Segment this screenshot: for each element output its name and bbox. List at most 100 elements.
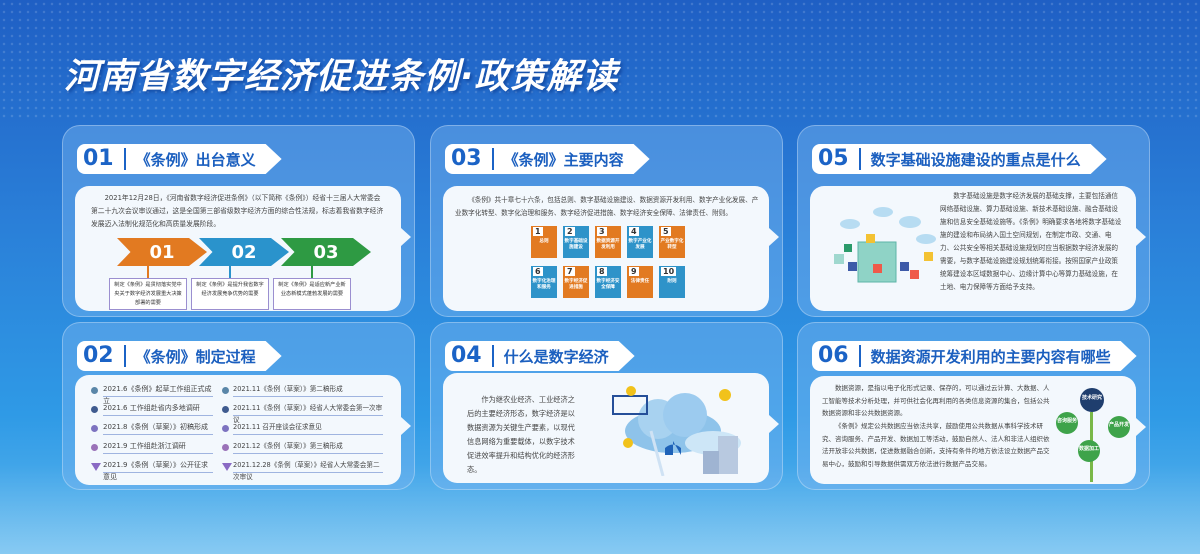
chapter-number: 5 (661, 227, 671, 236)
chapter-number: 10 (661, 267, 677, 276)
step-01-arrow: 01 (117, 238, 207, 266)
chapter-number: 7 (565, 267, 575, 276)
chapter-label: 数字产业化发展 (628, 239, 652, 250)
infrastructure-illustration (834, 207, 936, 283)
section-number: 06 (812, 345, 861, 367)
definition-text: 作为继农业经济、工业经济之后的主要经济形态，数字经济是以数据资源为关键生产要素，… (467, 395, 575, 474)
section-header: 06 数据资源开发利用的主要内容有哪些 (812, 341, 1137, 371)
chapter-number: 1 (533, 227, 543, 236)
timeline-item: 2021.11《条例（草案）》经省人大常委会第一次审议 (233, 404, 383, 424)
chapter-number: 4 (629, 227, 639, 236)
step-02-arrow: 02 (199, 238, 289, 266)
infrastructure-text: 数字基础设施是数字经济发展的基础支撑，主要包括通信网络基础设施、算力基础设施、新… (940, 192, 1122, 291)
timeline-item: 2021.8《条例（草案）》初稿形成 (103, 421, 213, 435)
timeline-dot (222, 387, 229, 394)
intro-text: 2021年12月28日，《河南省数字经济促进条例》（以下简称《条例》）经省十三届… (91, 194, 384, 228)
chapter-label: 数据资源开发利用 (596, 239, 620, 250)
section-header: 05 数字基础设施建设的重点是什么 (812, 144, 1107, 174)
section-title: 数据资源开发利用的主要内容有哪些 (870, 347, 1111, 366)
section-number: 02 (77, 345, 126, 367)
chapter-label: 数字化治理和服务 (532, 279, 556, 290)
chapter-label: 总则 (539, 239, 549, 244)
section-number: 03 (445, 148, 494, 170)
bubble: 产品开发 (1108, 416, 1130, 438)
chapter-number: 6 (533, 267, 543, 276)
timeline-dot (91, 406, 98, 413)
timeline-item: 2021.9 工作组赴浙江调研 (103, 440, 213, 454)
chapter-tile: 8 数字经济安全保障 (595, 266, 621, 298)
bubble: 咨询服务 (1056, 412, 1078, 434)
section-number: 04 (445, 345, 494, 367)
arrow-stem (229, 266, 231, 278)
section-05: 05 数字基础设施建设的重点是什么 数字基础设施是数字经济发展的基础支撑，主要包括… (797, 125, 1150, 317)
chapter-tile: 1 总则 (531, 226, 557, 258)
timeline-dot (222, 444, 229, 451)
timeline-dot (91, 463, 101, 471)
chapter-tile: 3 数据资源开发利用 (595, 226, 621, 258)
section-03: 03 《条例》主要内容 《条例》共十章七十六条，包括总则、数字基础设施建设、数据资… (430, 125, 783, 317)
timeline-item: 2021.11《条例（草案）》第二稿形成 (233, 383, 383, 397)
section-01: 01 《条例》出台意义 2021年12月28日，《河南省数字经济促进条例》（以下简… (62, 125, 415, 317)
timeline-dot (91, 387, 98, 394)
chapter-label: 数字基础设施建设 (564, 239, 588, 250)
chapter-number: 8 (597, 267, 607, 276)
section-number: 05 (812, 148, 861, 170)
timeline-item: 2021.11 召开座谈会征求意见 (233, 421, 383, 435)
cloud-illustration (612, 386, 741, 476)
content-panel: 2021年12月28日，《河南省数字经济促进条例》（以下简称《条例》）经省十三届… (75, 186, 411, 311)
section-header: 04 什么是数字经济 (445, 341, 635, 371)
arrow-stem (147, 266, 149, 278)
content-panel: 《条例》共十章七十六条，包括总则、数字基础设施建设、数据资源开发利用、数字产业化… (443, 186, 779, 311)
timeline-dot (222, 406, 229, 413)
timeline-item: 2021.12《条例（草案）》第三稿形成 (233, 440, 383, 454)
step-02-text: 制定《条例》是提升我省数字经济发展竞争优势的需要 (191, 278, 269, 310)
chapter-label: 法律责任 (630, 279, 650, 284)
chapter-tile: 10 附则 (659, 266, 685, 298)
section-number: 01 (77, 148, 126, 170)
data-resource-text: 数据资源，是指以电子化形式记录、保存的，可以通过云计算、大数据、人工智能等技术分… (822, 384, 1050, 417)
chapter-tile: 6 数字化治理和服务 (531, 266, 557, 298)
section-title: 什么是数字经济 (503, 347, 609, 366)
section-title: 数字基础设施建设的重点是什么 (870, 150, 1081, 169)
chapter-tile: 5 产业数字化转型 (659, 226, 685, 258)
chapter-tile: 9 法律责任 (627, 266, 653, 298)
content-panel: 数字基础设施是数字经济发展的基础支撑，主要包括通信网络基础设施、算力基础设施、新… (810, 186, 1146, 311)
chapter-number: 3 (597, 227, 607, 236)
chapter-number: 9 (629, 267, 639, 276)
timeline-dot (222, 463, 232, 471)
page-title: 河南省数字经济促进条例·政策解读 (64, 57, 619, 97)
chapter-tile: 7 数字经济促进措施 (563, 266, 589, 298)
dot-pattern (0, 0, 1200, 120)
bubble: 技术研究 (1080, 388, 1104, 412)
section-06: 06 数据资源开发利用的主要内容有哪些 数据资源，是指以电子化形式记录、保存的，可… (797, 322, 1150, 490)
step-01-text: 制定《条例》是贯彻落实党中央关于数字经济发展重大决策部署的需要 (109, 278, 187, 310)
contents-text: 《条例》共十章七十六条，包括总则、数字基础设施建设、数据资源开发利用、数字产业化… (455, 196, 759, 217)
section-title: 《条例》出台意义 (135, 150, 256, 169)
tree-illustration: 技术研究 咨询服务 产品开发 数据加工 (1054, 382, 1132, 482)
step-03-text: 制定《条例》是适应新产业新业态新模式蓬勃发展的需要 (273, 278, 351, 310)
timeline-dot (222, 425, 229, 432)
chapter-label: 附则 (667, 279, 677, 284)
section-header: 01 《条例》出台意义 (77, 144, 282, 174)
chapter-label: 数字经济安全保障 (596, 279, 620, 290)
content-panel: 数据资源，是指以电子化形式记录、保存的，可以通过云计算、大数据、人工智能等技术分… (810, 376, 1146, 484)
step-03-arrow: 03 (281, 238, 371, 266)
timeline-item: 2021.9《条例（草案）》公开征求意见 (103, 459, 213, 481)
timeline-dot (91, 425, 98, 432)
arrow-stem (311, 266, 313, 278)
timeline-item: 2021.12.28《条例（草案）》经省人大常委会第二次审议 (233, 459, 383, 481)
section-header: 03 《条例》主要内容 (445, 144, 650, 174)
chapter-tile: 4 数字产业化发展 (627, 226, 653, 258)
chapter-label: 产业数字化转型 (660, 239, 684, 250)
section-title: 《条例》制定过程 (135, 347, 256, 366)
content-panel: 作为继农业经济、工业经济之后的主要经济形态，数字经济是以数据资源为关键生产要素，… (443, 373, 779, 483)
chapter-label: 数字经济促进措施 (564, 279, 588, 290)
section-header: 02 《条例》制定过程 (77, 341, 282, 371)
section-04: 04 什么是数字经济 作为继农业经济、工业经济之后的主要经济形态，数字经济是以数据… (430, 322, 783, 490)
public-data-text: 《条例》规定公共数据应当依法共享，鼓励使用公共数据从事科学技术研究、咨询服务、产… (822, 422, 1050, 468)
section-title: 《条例》主要内容 (503, 150, 624, 169)
timeline-item: 2021.6 工作组赴省内多地调研 (103, 402, 213, 416)
